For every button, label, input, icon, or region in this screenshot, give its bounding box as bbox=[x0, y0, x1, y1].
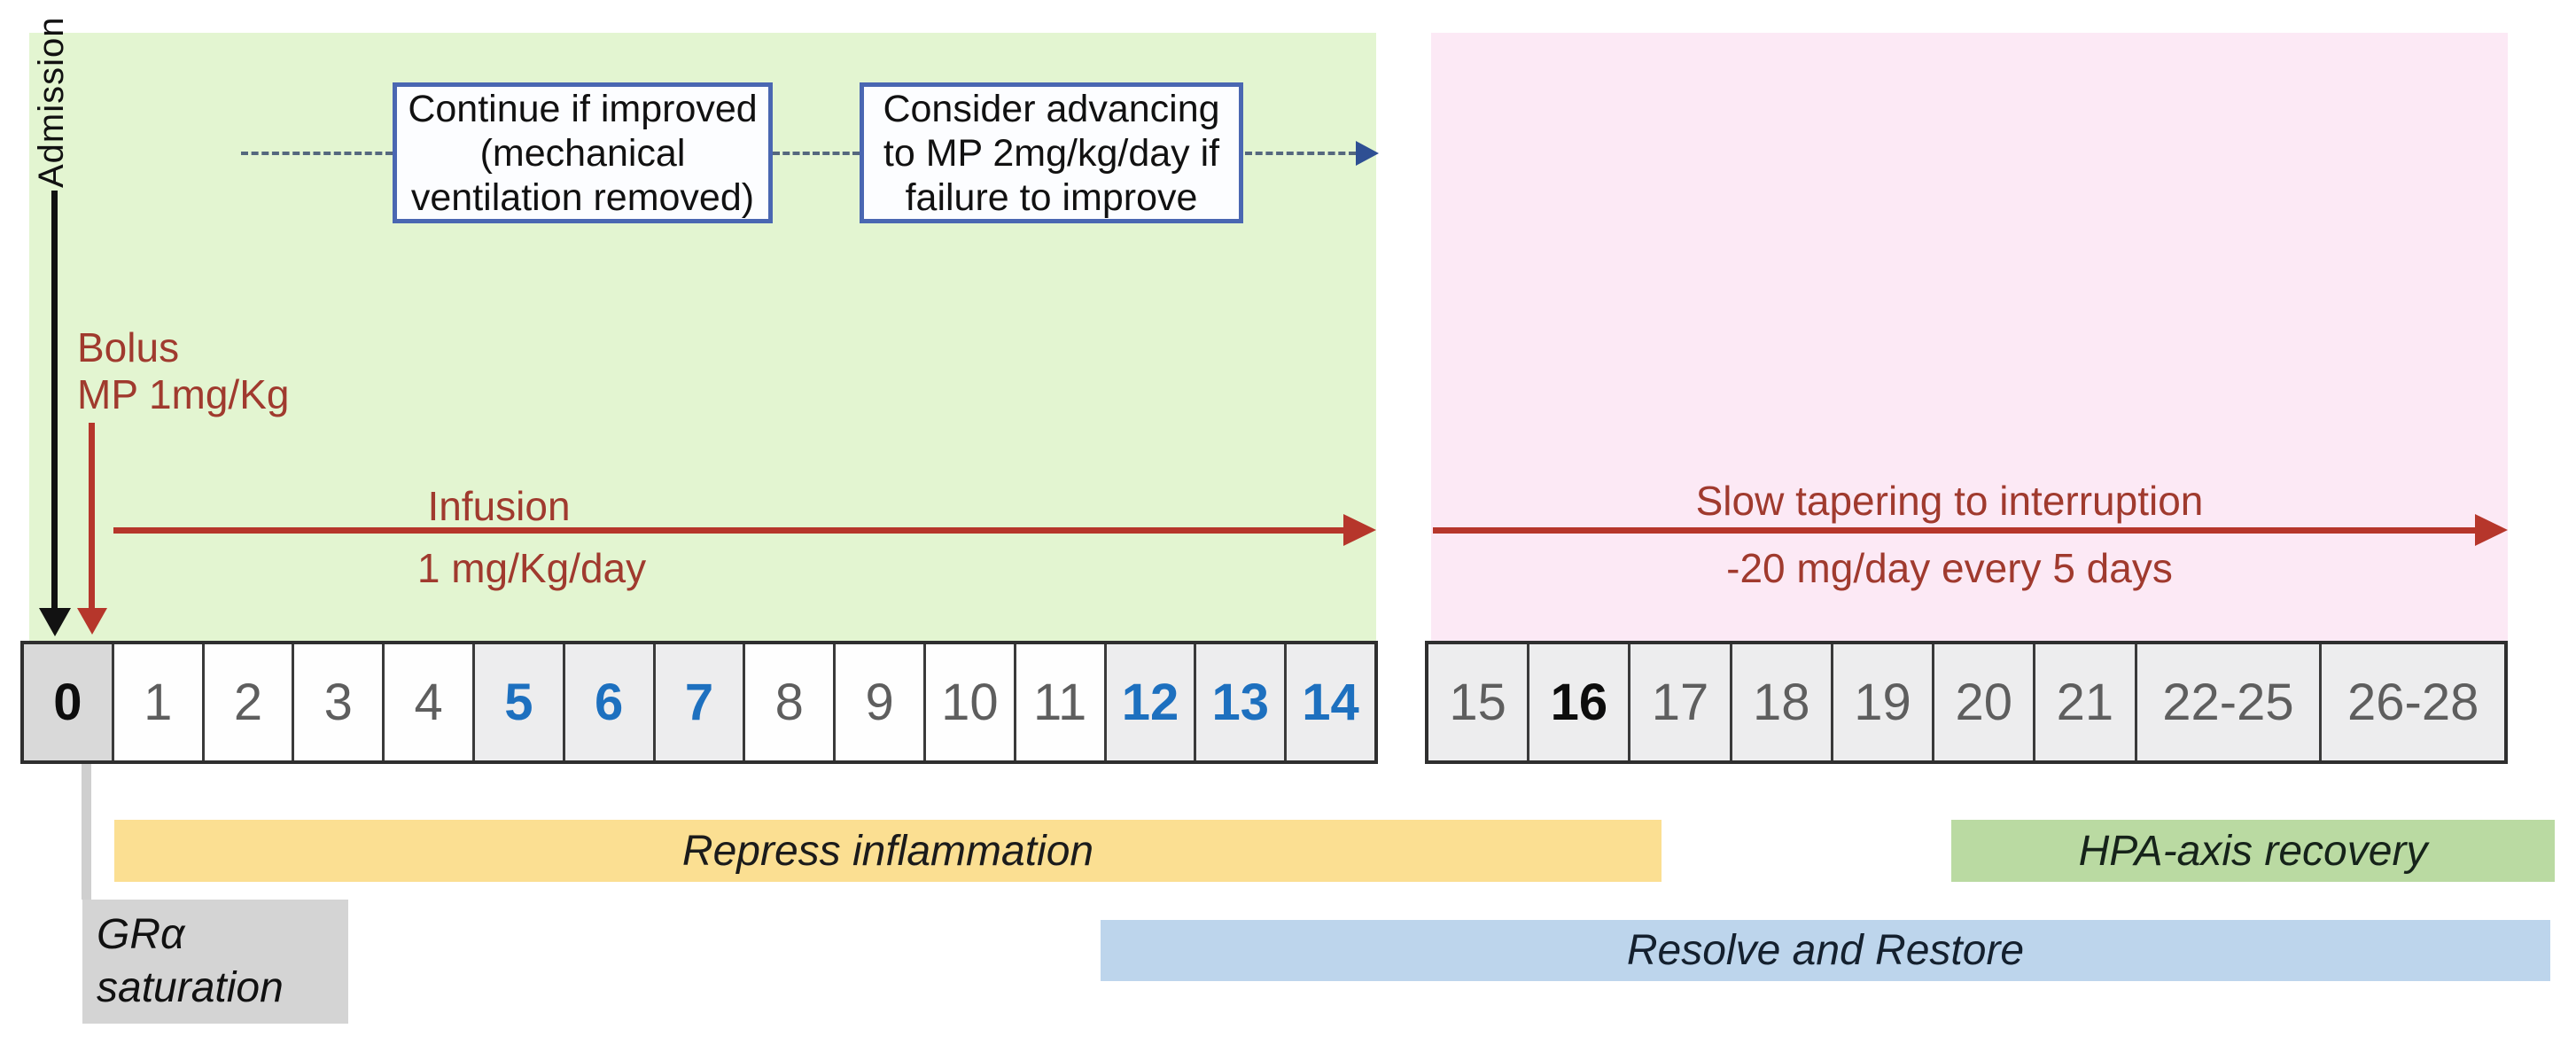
timeline-row-acute: 0 1 2 3 4 5 6 7 8 9 10 11 12 13 14 bbox=[20, 641, 1378, 764]
day-cell-20: 20 bbox=[1932, 644, 2034, 760]
day-cell-21: 21 bbox=[2033, 644, 2135, 760]
tapering-arrow-head bbox=[2475, 514, 2508, 546]
infusion-arrow-head bbox=[1343, 514, 1376, 546]
admission-arrow-head bbox=[39, 608, 71, 636]
day-cell-14: 14 bbox=[1284, 644, 1374, 760]
day-cell-16: 16 bbox=[1527, 644, 1629, 760]
decision-box-continue: Continue if improved (mechanical ventila… bbox=[393, 82, 773, 223]
bolus-label: Bolus MP 1mg/Kg bbox=[77, 324, 289, 418]
day-cell-3: 3 bbox=[292, 644, 383, 760]
decision-dash-segment-2 bbox=[773, 152, 860, 155]
bolus-arrow-line bbox=[89, 423, 95, 608]
day-cell-4: 4 bbox=[382, 644, 472, 760]
bolus-line2: MP 1mg/Kg bbox=[77, 371, 290, 417]
resolve-restore-bar: Resolve and Restore bbox=[1101, 920, 2550, 981]
day-cell-15: 15 bbox=[1428, 644, 1528, 760]
admission-label: Admission bbox=[32, 16, 71, 188]
day-cell-8: 8 bbox=[743, 644, 834, 760]
day-cell-5: 5 bbox=[471, 644, 563, 760]
decision-arrow-head bbox=[1356, 141, 1379, 166]
day-cell-9: 9 bbox=[833, 644, 923, 760]
decision-box-continue-line3: ventilation removed) bbox=[410, 175, 755, 219]
decision-dash-segment-3 bbox=[1245, 152, 1356, 155]
day-cell-11: 11 bbox=[1013, 644, 1104, 760]
gra-saturation-line2: saturation bbox=[97, 964, 284, 1011]
bolus-line1: Bolus bbox=[77, 324, 180, 370]
day-cell-22-25: 22-25 bbox=[2134, 644, 2320, 760]
repress-inflammation-bar: Repress inflammation bbox=[114, 820, 1662, 882]
day-cell-13: 13 bbox=[1194, 644, 1285, 760]
tapering-phase-panel bbox=[1431, 33, 2508, 641]
decision-dash-segment-1 bbox=[241, 152, 393, 155]
day-cell-0: 0 bbox=[24, 644, 112, 760]
decision-box-advance-line3: failure to improve bbox=[905, 175, 1198, 219]
infusion-arrow-line bbox=[113, 527, 1345, 534]
admission-arrow-line bbox=[51, 191, 58, 608]
gra-saturation-line1: GRα bbox=[97, 911, 185, 958]
day-cell-26-28: 26-28 bbox=[2319, 644, 2505, 760]
day-cell-12: 12 bbox=[1103, 644, 1195, 760]
decision-box-advance-line2: to MP 2mg/kg/day if bbox=[883, 131, 1220, 175]
timeline-row-tapering: 15 16 17 18 19 20 21 22-25 26-28 bbox=[1425, 641, 2508, 764]
infusion-dose-label: 1 mg/Kg/day bbox=[416, 545, 647, 591]
day-cell-6: 6 bbox=[562, 644, 653, 760]
day-cell-17: 17 bbox=[1628, 644, 1730, 760]
day-cell-7: 7 bbox=[652, 644, 743, 760]
infusion-label: Infusion bbox=[427, 483, 571, 529]
day-cell-2: 2 bbox=[201, 644, 292, 760]
day0-connector-line bbox=[82, 764, 91, 900]
decision-box-continue-line2: (mechanical bbox=[479, 131, 686, 175]
hpa-axis-recovery-bar: HPA-axis recovery bbox=[1951, 820, 2555, 882]
tapering-label: Slow tapering to interruption bbox=[1695, 478, 2204, 524]
decision-box-continue-line1: Continue if improved bbox=[408, 87, 758, 130]
tapering-dose-label: -20 mg/day every 5 days bbox=[1726, 545, 2173, 591]
tapering-arrow-line bbox=[1433, 527, 2476, 534]
decision-box-advance: Consider advancing to MP 2mg/kg/day if f… bbox=[860, 82, 1243, 223]
bolus-arrow-head bbox=[77, 608, 107, 635]
day-cell-19: 19 bbox=[1830, 644, 1933, 760]
decision-box-advance-line1: Consider advancing bbox=[883, 87, 1220, 130]
day-cell-10: 10 bbox=[922, 644, 1014, 760]
day-cell-1: 1 bbox=[111, 644, 202, 760]
day-cell-18: 18 bbox=[1729, 644, 1831, 760]
gra-saturation-box: GRα saturation bbox=[82, 900, 348, 1024]
